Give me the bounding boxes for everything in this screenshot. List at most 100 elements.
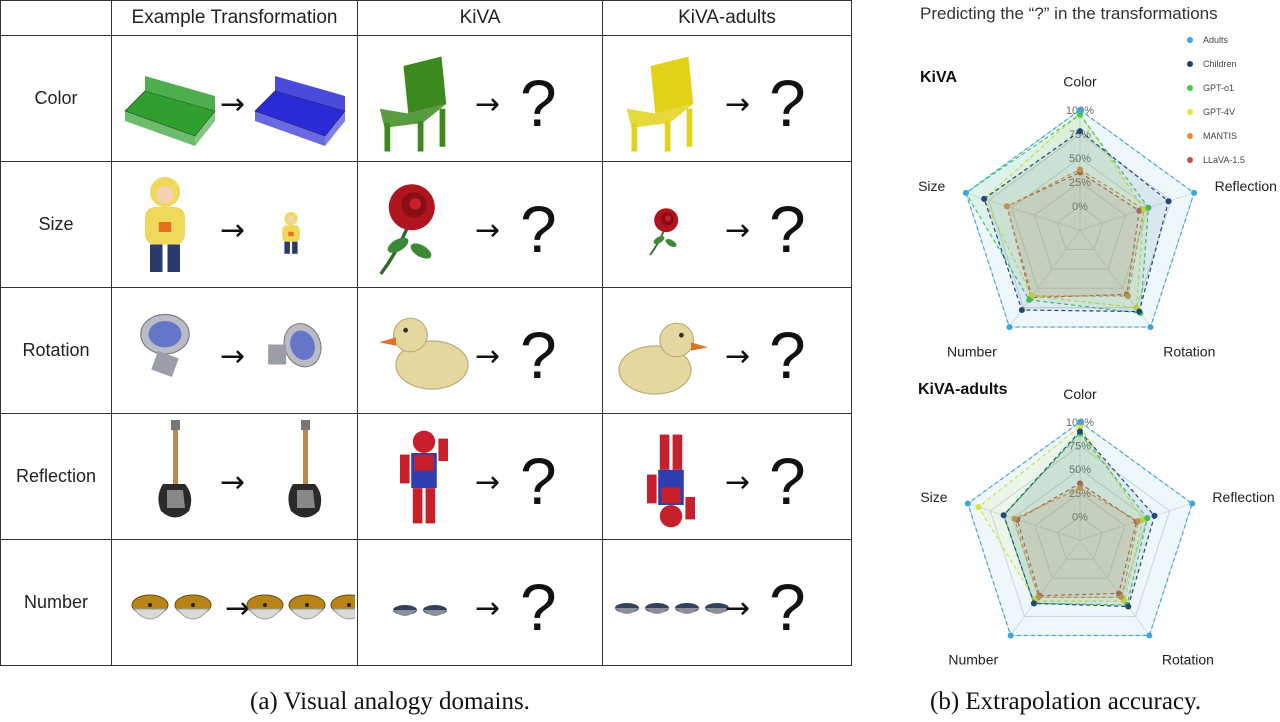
table-row: Number→→?→? [0,539,852,666]
radar-chart-title: KiVA-adults [918,381,1008,398]
radar-point [1018,306,1025,313]
radar-point [1145,204,1152,211]
table-row: Rotation→→?→? [0,287,852,414]
kiva-cell: →? [357,35,603,162]
drum-illustration [174,594,211,620]
analogy-illustration: → [139,313,322,377]
drum-illustration [246,594,283,620]
arrow-icon: → [725,87,750,122]
kiva-adults-cell: →? [602,413,852,540]
legend-marker [1187,85,1193,91]
radar-axis-label: Rotation [1162,652,1214,668]
drum-illustration [288,594,325,620]
rubber-duck-illustration [618,322,708,395]
arrow-icon: → [220,213,245,248]
analogy-illustration: →? [379,317,557,392]
legend-marker [1187,133,1193,139]
example-cell: → [111,161,358,288]
radar-tick-label: 50% [1069,464,1091,476]
arrow-icon: → [220,339,245,374]
kiva-adults-cell: →? [602,287,852,414]
legend-label: Adults [1203,35,1229,45]
arrow-icon: → [725,339,750,374]
chair-illustration [379,56,447,152]
radar-point [1151,512,1158,519]
radar-point [1077,419,1083,425]
arrow-icon: → [225,591,250,626]
radar-legend: AdultsChildrenGPT-o1GPT-4VMANTISLLaVA-1.… [1187,35,1245,165]
radar-chart: KiVA0%25%50%75%100%ColorReflectionRotati… [918,69,1277,360]
bowl-illustration [645,603,669,614]
radar-axis-label: Number [948,652,998,668]
radar-series-area [1006,168,1145,297]
radar-chart-title: KiVA [920,69,957,86]
arrow-icon: → [725,213,750,248]
analogy-illustration: →? [618,318,806,395]
kiva-adults-cell: →? [602,161,852,288]
kiva-adults-cell: →? [602,35,852,162]
radar-axis-label: Size [920,489,947,505]
question-mark: ? [769,192,806,266]
example-cell: → [111,413,358,540]
radar-point [1146,632,1153,639]
header-kiva: KiVA [357,0,603,36]
action-figure-illustration [400,430,448,524]
radar-series-area [1003,430,1156,608]
legend-label: MANTIS [1203,131,1237,141]
row-label: Color [0,35,112,162]
radar-point [1030,600,1037,607]
bowl-illustration [705,603,729,614]
radar-point [1077,428,1083,435]
example-cell: → [111,35,358,162]
radar-point [1006,324,1013,331]
legend-label: GPT-4V [1203,107,1235,117]
question-mark: ? [520,318,557,392]
legend-label: GPT-o1 [1203,83,1234,93]
question-mark: ? [769,318,806,392]
legend-marker [1187,157,1193,163]
analogy-illustration: → [144,177,300,272]
drum-illustration [131,594,168,620]
radar-point [1191,189,1198,196]
radar-grid [1034,492,1126,579]
bowl-illustration [675,603,699,614]
analogy-illustration: →? [393,570,557,644]
row-label: Reflection [0,413,112,540]
radar-series-area [965,113,1150,314]
radar-axis-label: Number [947,344,997,360]
analogy-illustration: → [157,420,321,518]
radar-grid [1056,205,1104,250]
radar-point [1189,500,1196,507]
radar-axis-label: Rotation [1163,344,1215,360]
kiva-cell: →? [357,287,603,414]
arrow-icon: → [725,591,750,626]
analogy-illustration: →? [626,56,806,152]
radar-point [1026,296,1033,303]
radar-point [975,504,982,511]
radar-grid [1033,181,1127,270]
radar-series-area [1016,482,1138,597]
question-mark: ? [769,444,806,518]
arrow-icon: → [475,591,500,626]
analogy-illustration: →? [379,56,557,152]
arrow-icon: → [475,87,500,122]
radar-spoke [1079,539,1150,636]
rose-illustration [379,184,435,276]
child-figure-illustration [281,212,300,254]
table-row: Color→→?→? [0,35,852,162]
radar-point [1077,480,1083,487]
analogy-illustration: →? [379,184,557,276]
radar-tick-label: 75% [1069,441,1091,453]
fan-illustration [267,323,322,368]
kiva-cell: →? [357,413,603,540]
radar-tick-label: 0% [1072,201,1088,213]
radar-axis-label: Reflection [1212,489,1274,505]
radar-axis-label: Reflection [1215,178,1277,194]
radar-tick-label: 0% [1072,511,1088,523]
radar-axis-label: Size [918,178,945,194]
radar-point [1011,515,1018,522]
kiva-adults-cell: →? [602,539,852,666]
kiva-cell: →? [357,539,603,666]
arrow-icon: → [475,213,500,248]
radar-point [1124,293,1131,300]
